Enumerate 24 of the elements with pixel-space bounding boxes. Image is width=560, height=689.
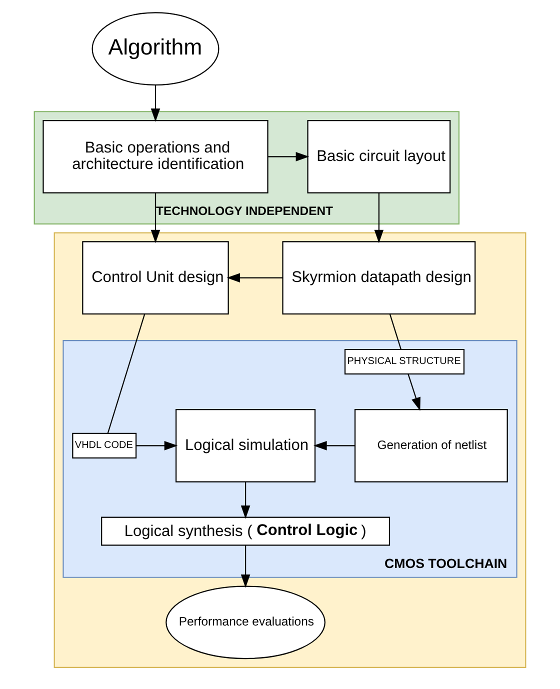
arrow — [136, 440, 178, 450]
arrow — [226, 273, 283, 282]
arrow — [150, 192, 160, 244]
node-box: Control Unit design — [82, 241, 229, 314]
node-box: Logical simulation — [176, 408, 316, 482]
arrow — [313, 440, 355, 450]
node-ellipse: Performance evaluations — [166, 586, 326, 660]
node-box: Basic circuit layout — [307, 120, 451, 194]
node-box: Basic operations and architecture identification — [42, 120, 268, 194]
node-box: Generation of netlist — [354, 408, 508, 482]
arrow — [150, 85, 160, 122]
node-box: Skyrmion datapath design — [282, 241, 476, 314]
connector — [107, 314, 146, 434]
connector — [389, 314, 402, 350]
node-box: Logical synthesis (Control Logic) — [101, 516, 390, 546]
node-box: VHDL CODE — [72, 432, 137, 458]
arrow — [408, 374, 420, 411]
arrow — [240, 482, 250, 519]
arrow — [268, 152, 310, 162]
cluster — [54, 232, 526, 668]
arrow — [240, 545, 250, 588]
arrow — [374, 192, 384, 244]
node-box: PHYSICAL STRUCTURE — [344, 348, 465, 374]
node-ellipse: Algorithm — [92, 12, 220, 86]
